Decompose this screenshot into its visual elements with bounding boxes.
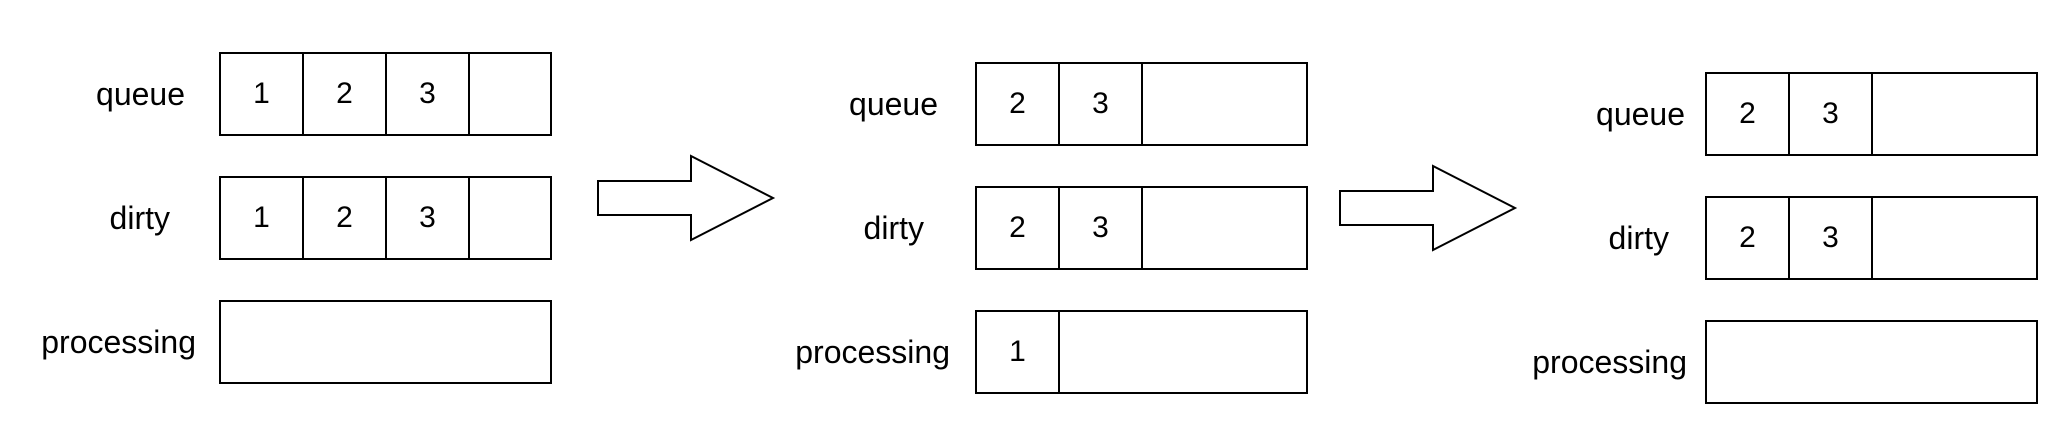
- queue-label: queue: [849, 86, 938, 122]
- dirty-box: 1 2 3: [219, 176, 552, 260]
- processing-box: [219, 300, 552, 384]
- dirty-cell: 3: [1060, 188, 1143, 268]
- queue-cell: 2: [304, 54, 387, 134]
- dirty-box: 2 3: [1705, 196, 2038, 280]
- dirty-cell: 2: [1707, 198, 1790, 278]
- processing-row: processing 1: [750, 310, 1310, 394]
- dirty-cell: 1: [221, 178, 304, 258]
- dirty-label: dirty: [109, 200, 170, 236]
- processing-row: processing: [0, 300, 560, 384]
- right-arrow-icon: [1338, 164, 1518, 252]
- queue-cell: 3: [1060, 64, 1143, 144]
- queue-label: queue: [96, 76, 185, 112]
- queue-row: queue 1 2 3: [0, 52, 560, 136]
- right-arrow-icon: [596, 154, 776, 242]
- queue-cell: 3: [1790, 74, 1873, 154]
- dirty-label: dirty: [1608, 220, 1669, 256]
- dirty-row: dirty 1 2 3: [0, 176, 560, 260]
- processing-label: processing: [41, 324, 196, 360]
- dirty-row: dirty 2 3: [1497, 196, 2057, 280]
- dirty-cell: 2: [304, 178, 387, 258]
- queue-row: queue 2 3: [750, 62, 1310, 146]
- dirty-cell: 3: [1790, 198, 1873, 278]
- queue-row: queue 2 3: [1497, 72, 2057, 156]
- processing-cell-empty: [1060, 312, 1306, 392]
- processing-cell: 1: [977, 312, 1060, 392]
- dirty-cell: 2: [977, 188, 1060, 268]
- queue-cell: 3: [387, 54, 470, 134]
- queue-cell: 1: [221, 54, 304, 134]
- queue-cell-empty: [1873, 74, 2036, 154]
- queue-box: 2 3: [1705, 72, 2038, 156]
- dirty-label: dirty: [863, 210, 924, 246]
- dirty-cell: 3: [387, 178, 470, 258]
- processing-box: 1: [975, 310, 1308, 394]
- dirty-cell-empty: [470, 178, 553, 258]
- queue-cell-empty: [1143, 64, 1306, 144]
- queue-cell: 2: [977, 64, 1060, 144]
- processing-row: processing: [1497, 320, 2057, 404]
- dirty-cell-empty: [1143, 188, 1306, 268]
- processing-label: processing: [795, 334, 950, 370]
- queue-cell-empty: [470, 54, 553, 134]
- dirty-box: 2 3: [975, 186, 1308, 270]
- queue-box: 2 3: [975, 62, 1308, 146]
- queue-cell: 2: [1707, 74, 1790, 154]
- processing-label: processing: [1532, 344, 1687, 380]
- dirty-cell-empty: [1873, 198, 2036, 278]
- dirty-row: dirty 2 3: [750, 186, 1310, 270]
- processing-box: [1705, 320, 2038, 404]
- queue-box: 1 2 3: [219, 52, 552, 136]
- queue-label: queue: [1596, 96, 1685, 132]
